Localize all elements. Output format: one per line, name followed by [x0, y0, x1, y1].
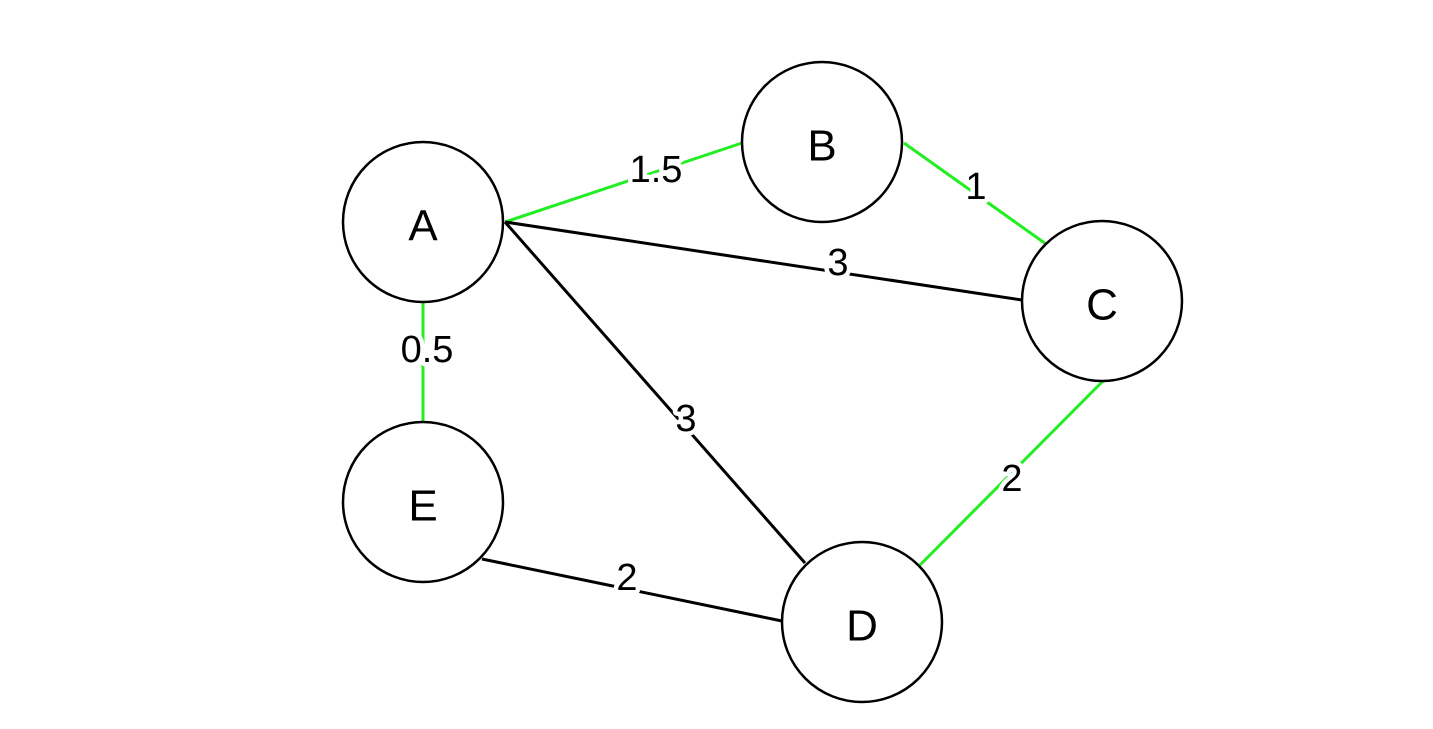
node-c-circle: [1020, 219, 1184, 383]
node-b: B: [740, 60, 904, 224]
node-a-circle: [341, 140, 505, 304]
node-d-label: D: [846, 602, 878, 651]
node-e-circle: [341, 420, 505, 584]
node-d-circle: [780, 540, 944, 704]
node-c: C: [1020, 219, 1184, 383]
edge-a-c-weight: 3: [827, 242, 848, 284]
edge-a-d-weight: 3: [675, 398, 696, 440]
edge-c-d-weight: 2: [1001, 458, 1022, 500]
node-b-label: B: [807, 122, 836, 171]
node-b-circle: [740, 60, 904, 224]
edge-e-d: [481, 557, 783, 623]
edges: [421, 141, 1105, 623]
node-a: A: [341, 140, 505, 304]
edge-a-d: [503, 221, 807, 564]
edge-b-c-weight: 1: [965, 166, 986, 208]
node-c-label: C: [1086, 281, 1118, 330]
node-e: E: [341, 420, 505, 584]
node-e-label: E: [408, 482, 437, 531]
edge-c-d: [918, 379, 1105, 567]
edge-labels: 1.5 1 3 0.5 3 2 2: [396, 145, 1027, 604]
nodes: A B C D E: [341, 60, 1184, 704]
node-d: D: [780, 540, 944, 704]
edge-a-b: [504, 141, 743, 224]
node-a-label: A: [408, 202, 438, 251]
edge-a-b-weight: 1.5: [630, 149, 683, 191]
edge-a-c: [504, 220, 1023, 302]
edge-a-e-weight: 0.5: [401, 329, 454, 371]
edge-b-c: [903, 141, 1047, 246]
edge-e-d-weight: 2: [616, 557, 637, 599]
